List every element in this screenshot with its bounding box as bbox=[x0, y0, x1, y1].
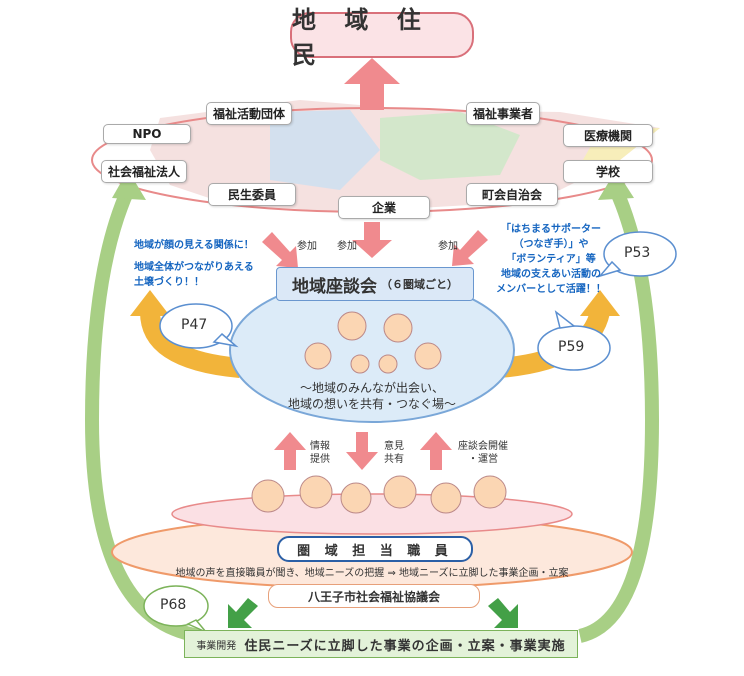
label-joho-1: 情報 bbox=[310, 441, 330, 452]
zadankai-desc-line1: ～地域のみんなが出会い、 bbox=[299, 381, 444, 395]
bubble-p53 bbox=[603, 231, 677, 277]
org-shakai-fukushi-hojin: 社会福祉法人 bbox=[101, 160, 188, 183]
staff-label: 圏 域 担 当 職 員 bbox=[277, 536, 473, 562]
zadankai-box: 地域座談会 （６圏域ごと） bbox=[276, 267, 474, 301]
left-note: 地域が顔の見える関係に！ 地域全体がつながりあえる 土壌づくり！！ bbox=[134, 238, 254, 290]
zadankai-sub: （６圏域ごと） bbox=[381, 278, 458, 291]
yellow-arrow-left-head bbox=[130, 290, 170, 316]
arrow-kaisai-up bbox=[420, 432, 452, 470]
page-ref-p59: P59 bbox=[558, 339, 585, 355]
up-arrow-to-residents bbox=[344, 58, 400, 110]
green-cycle-right-head bbox=[598, 170, 634, 200]
left-note-line3: 土壌づくり！！ bbox=[134, 277, 204, 288]
org-fukushi-jigyosha: 福祉事業者 bbox=[466, 102, 541, 125]
org-gakko: 学校 bbox=[563, 160, 653, 183]
left-note-line2: 地域全体がつながりあえる bbox=[134, 262, 254, 273]
pink-ellipse bbox=[171, 493, 573, 535]
bubble-p68 bbox=[143, 585, 209, 627]
label-sanka-2: 参加 bbox=[337, 241, 357, 252]
right-note-line5: メンバーとして活躍！！ bbox=[496, 284, 606, 295]
label-iken-2: 共有 bbox=[384, 454, 404, 465]
right-note-line2: （つなぎ手）」や bbox=[513, 239, 589, 250]
label-kaisai: 座談会開催 ・運営 bbox=[458, 440, 508, 466]
label-sanka-3: 参加 bbox=[438, 241, 458, 252]
right-note-line1: 「はちまるサポーター bbox=[501, 224, 601, 235]
bottom-box: 事業開発 住民ニーズに立脚した事業の企画・立案・事業実施 bbox=[184, 630, 578, 658]
map-region-blue bbox=[270, 110, 380, 190]
green-arrow-right bbox=[488, 598, 518, 628]
down-arrow-kigyo bbox=[352, 222, 392, 258]
org-fukushi-katsudo: 福祉活動団体 bbox=[206, 102, 293, 125]
zadankai-title: 地域座談会 bbox=[292, 276, 377, 297]
green-arrow-left bbox=[228, 598, 258, 628]
left-note-line1: 地域が顔の見える関係に！ bbox=[134, 240, 254, 251]
center-people-illustration bbox=[304, 311, 442, 374]
flow-text: 地域の声を直接職員が聞き、地域ニーズの把握 ⇒ 地域ニーズに立脚した事業企画・立… bbox=[175, 568, 569, 579]
yellow-arrow-left bbox=[140, 311, 241, 378]
arrow-sanka-left bbox=[262, 232, 298, 268]
council-label: 八王子市社会福祉協議会 bbox=[268, 584, 480, 608]
label-joho-2: 提供 bbox=[310, 454, 330, 465]
page-ref-p53: P53 bbox=[624, 245, 651, 261]
arrow-joho-up bbox=[274, 432, 306, 470]
bubble-p47 bbox=[159, 303, 233, 349]
label-kaisai-2: ・運営 bbox=[468, 454, 498, 465]
zadankai-description: ～地域のみんなが出会い、 地域の想いを共有・つなぐ場～ bbox=[272, 380, 472, 412]
right-note-line3: 「ボランティア」等 bbox=[506, 254, 596, 265]
staff-people-illustration bbox=[251, 475, 507, 514]
org-chonaikai: 町会自治会 bbox=[466, 183, 558, 206]
label-joho: 情報 提供 bbox=[310, 440, 330, 466]
right-note-line4: 地域の支えあい活動の bbox=[501, 269, 601, 280]
label-kaisai-1: 座談会開催 bbox=[458, 441, 508, 452]
arrow-iken-down bbox=[346, 432, 378, 470]
org-npo: NPO bbox=[103, 124, 191, 144]
zadankai-desc-line2: 地域の想いを共有・つなぐ場～ bbox=[287, 397, 456, 411]
yellow-arrow-right-head bbox=[580, 290, 620, 316]
page-ref-p68: P68 bbox=[160, 597, 187, 613]
map-region-green bbox=[380, 112, 520, 180]
label-iken-1: 意見 bbox=[384, 441, 404, 452]
bottom-main: 住民ニーズに立脚した事業の企画・立案・事業実施 bbox=[244, 638, 566, 654]
arrow-sanka-right bbox=[452, 230, 488, 266]
page-ref-p47: P47 bbox=[181, 317, 208, 333]
org-iryo: 医療機関 bbox=[563, 124, 653, 147]
right-note: 「はちまるサポーター （つなぎ手）」や 「ボランティア」等 地域の支えあい活動の… bbox=[488, 222, 614, 297]
org-kigyo: 企業 bbox=[338, 196, 430, 219]
green-cycle-left-head bbox=[112, 170, 146, 200]
org-minsei-iin: 民生委員 bbox=[208, 183, 296, 206]
bottom-label: 事業開発 bbox=[196, 640, 237, 652]
title-residents: 地 域 住 民 bbox=[290, 6, 474, 69]
label-sanka-1: 参加 bbox=[297, 241, 317, 252]
label-iken: 意見 共有 bbox=[384, 440, 404, 466]
